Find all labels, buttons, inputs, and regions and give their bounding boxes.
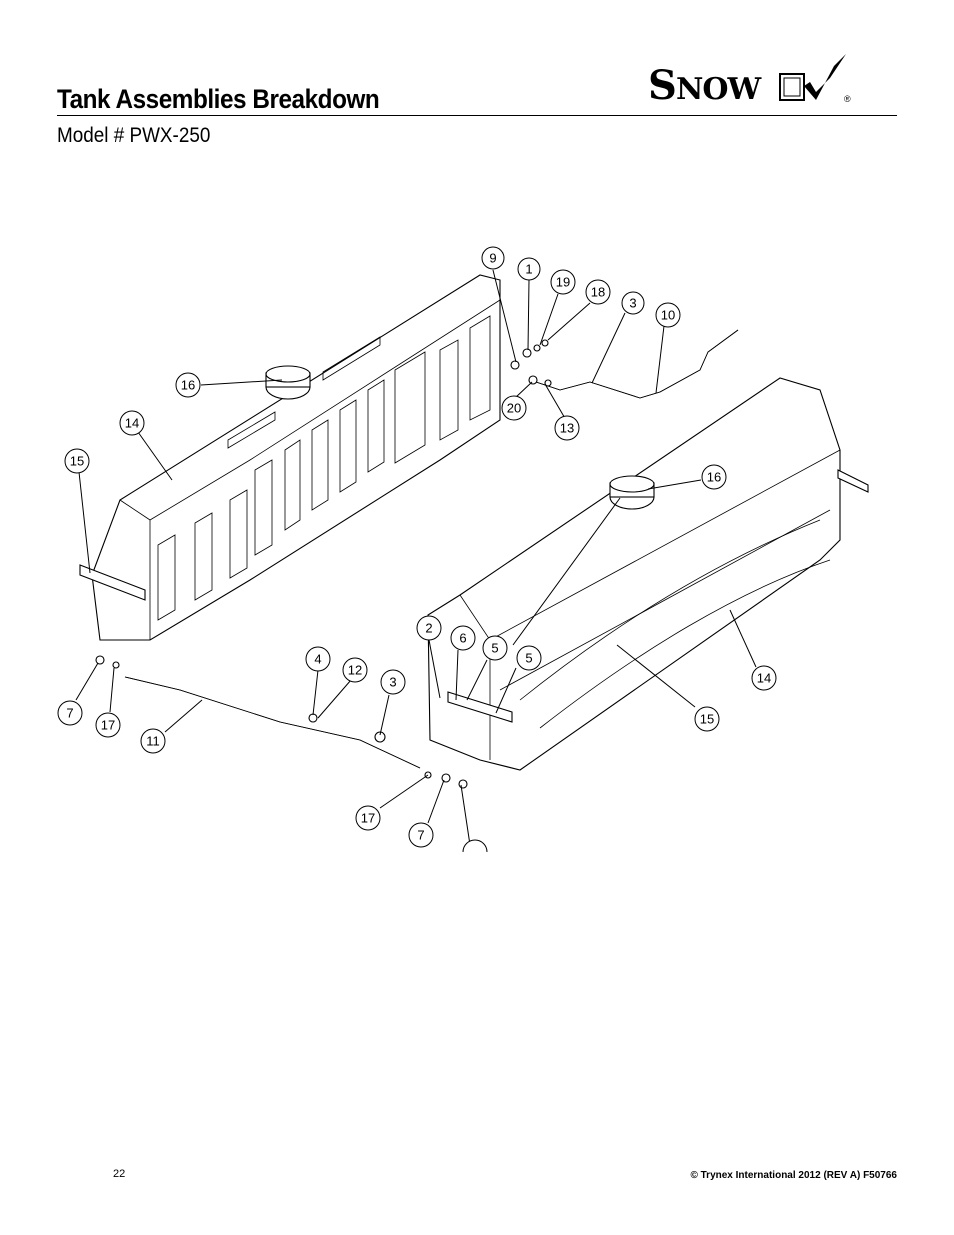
svg-text:NOW: NOW	[676, 72, 763, 107]
svg-text:17: 17	[101, 718, 115, 733]
callout-15-right: 15	[694, 706, 720, 732]
callout-18: 18	[585, 279, 611, 305]
callout-3-top: 3	[621, 291, 645, 315]
svg-text:17: 17	[361, 811, 375, 826]
callout-20: 20	[501, 395, 527, 421]
callout-7-left: 7	[57, 700, 83, 726]
callout-6: 6	[450, 625, 476, 651]
header-rule	[57, 115, 897, 116]
callout-17-left: 17	[95, 712, 121, 738]
svg-text:3: 3	[389, 675, 396, 690]
callout-cut-off	[462, 839, 488, 853]
callout-9: 9	[481, 246, 505, 270]
svg-text:5: 5	[491, 641, 498, 656]
snowex-logo: S NOW ®	[648, 54, 851, 109]
callout-12: 12	[342, 657, 368, 683]
svg-text:4: 4	[314, 652, 321, 667]
right-tank	[427, 377, 869, 771]
callout-3-bottom: 3	[380, 669, 406, 695]
svg-text:3: 3	[629, 296, 636, 311]
callout-19: 19	[550, 269, 576, 295]
page-title: Tank Assemblies Breakdown	[57, 84, 380, 114]
tank-exploded-diagram: 9 1 19 18 3 10 16 20 13 14 15 16 2 6 5 5…	[57, 246, 869, 853]
callout-7-bottom: 7	[408, 822, 434, 848]
callout-11: 11	[140, 728, 166, 754]
svg-text:14: 14	[125, 416, 139, 431]
svg-text:7: 7	[417, 828, 424, 843]
svg-text:®: ®	[844, 94, 851, 104]
svg-text:1: 1	[525, 262, 532, 277]
callout-10: 10	[655, 302, 681, 328]
callout-2: 2	[416, 615, 442, 641]
svg-text:15: 15	[70, 454, 84, 469]
svg-text:14: 14	[757, 671, 771, 686]
page-number: 22	[113, 1168, 126, 1180]
copyright-notice: © Trynex International 2012 (REV A) F507…	[690, 1170, 897, 1181]
callout-1: 1	[517, 257, 541, 281]
callout-14-right: 14	[751, 665, 777, 691]
model-number: Model # PWX-250	[57, 124, 211, 147]
svg-text:16: 16	[181, 378, 195, 393]
svg-text:5: 5	[525, 651, 532, 666]
callout-13: 13	[554, 415, 580, 441]
svg-text:12: 12	[348, 663, 362, 678]
svg-text:10: 10	[661, 308, 675, 323]
svg-text:15: 15	[700, 712, 714, 727]
callout-4: 4	[305, 646, 331, 672]
svg-text:7: 7	[66, 706, 73, 721]
svg-text:9: 9	[489, 251, 496, 266]
svg-text:S: S	[648, 62, 676, 109]
svg-text:19: 19	[556, 275, 570, 290]
callout-17-bottom: 17	[355, 805, 381, 831]
callout-5-a: 5	[482, 635, 508, 661]
left-tank	[79, 274, 501, 641]
svg-text:6: 6	[459, 631, 466, 646]
svg-text:18: 18	[591, 285, 605, 300]
svg-text:16: 16	[707, 470, 721, 485]
callout-15-left: 15	[64, 448, 90, 474]
callout-16-left: 16	[175, 372, 201, 398]
svg-text:20: 20	[507, 401, 521, 416]
svg-text:11: 11	[146, 734, 160, 749]
callout-16-right: 16	[701, 464, 727, 490]
leader-lines	[75, 269, 757, 846]
svg-text:2: 2	[425, 621, 432, 636]
callout-14-left: 14	[119, 410, 145, 436]
svg-text:13: 13	[560, 421, 574, 436]
callout-5-b: 5	[516, 645, 542, 671]
